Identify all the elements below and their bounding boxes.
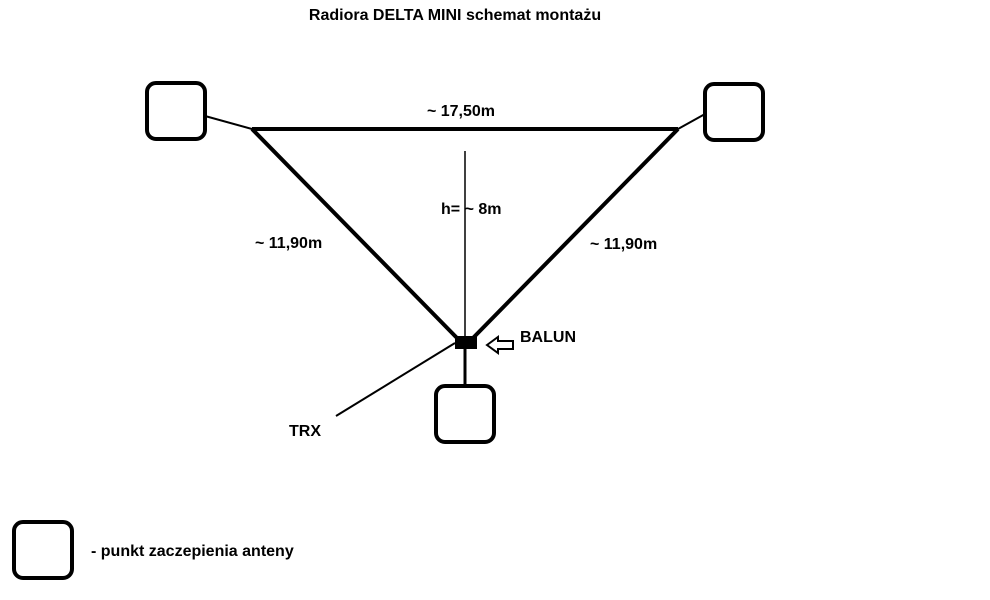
right-side-length-label: ~ 11,90m: [590, 236, 657, 253]
height-label: h= ~ 8m: [441, 201, 501, 218]
anchor-point-top-right: [703, 82, 765, 142]
balun-label: BALUN: [520, 329, 576, 346]
triangle-left-side: [250, 127, 459, 340]
anchor-point-bottom: [434, 384, 496, 444]
trx-feed-line: [335, 342, 456, 417]
trx-label: TRX: [289, 423, 321, 440]
legend-anchor-symbol: [12, 520, 74, 580]
left-side-length-label: ~ 11,90m: [255, 235, 322, 252]
anchor-point-top-left: [145, 81, 207, 141]
top-side-length-label: ~ 17,50m: [427, 103, 495, 120]
guy-wire-right: [677, 113, 706, 130]
triangle-right-side: [471, 127, 680, 340]
balun-arrow-icon: [485, 335, 514, 355]
diagram-title: Radiora DELTA MINI schemat montażu: [309, 7, 601, 24]
balun-block: [455, 336, 477, 349]
guy-wire-left: [204, 115, 253, 130]
legend-text: - punkt zaczepienia anteny: [91, 543, 294, 560]
